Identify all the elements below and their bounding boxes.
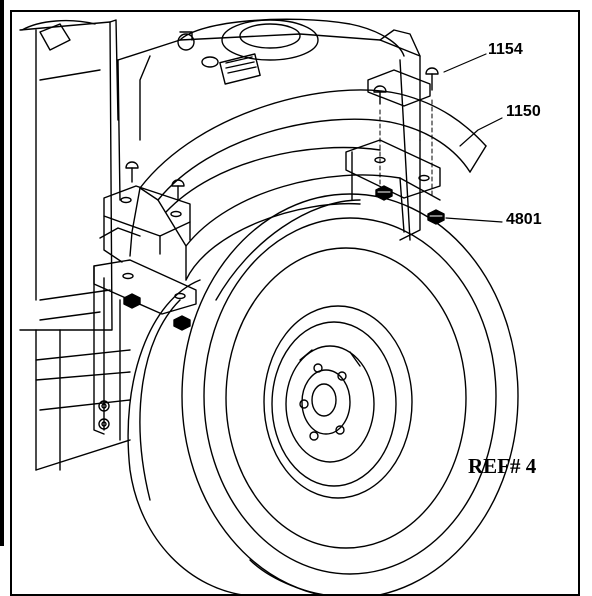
fender-brackets bbox=[93, 69, 441, 441]
carriage-bolts-1154 bbox=[125, 67, 439, 201]
callout-4801: 4801 bbox=[506, 211, 542, 228]
reference-label: REF# 4 bbox=[468, 454, 537, 478]
leader-4801 bbox=[445, 217, 503, 223]
callout-1150: 1150 bbox=[506, 103, 541, 120]
figure-frame bbox=[10, 10, 580, 596]
leader-1150 bbox=[459, 117, 503, 147]
leader-1154 bbox=[443, 53, 487, 73]
wheel-assembly bbox=[127, 193, 519, 596]
left-edge-bar bbox=[0, 0, 4, 546]
callout-leaders bbox=[443, 53, 503, 223]
mower-body bbox=[19, 18, 421, 471]
fender-1150 bbox=[129, 89, 487, 281]
callout-1154: 1154 bbox=[488, 41, 523, 58]
